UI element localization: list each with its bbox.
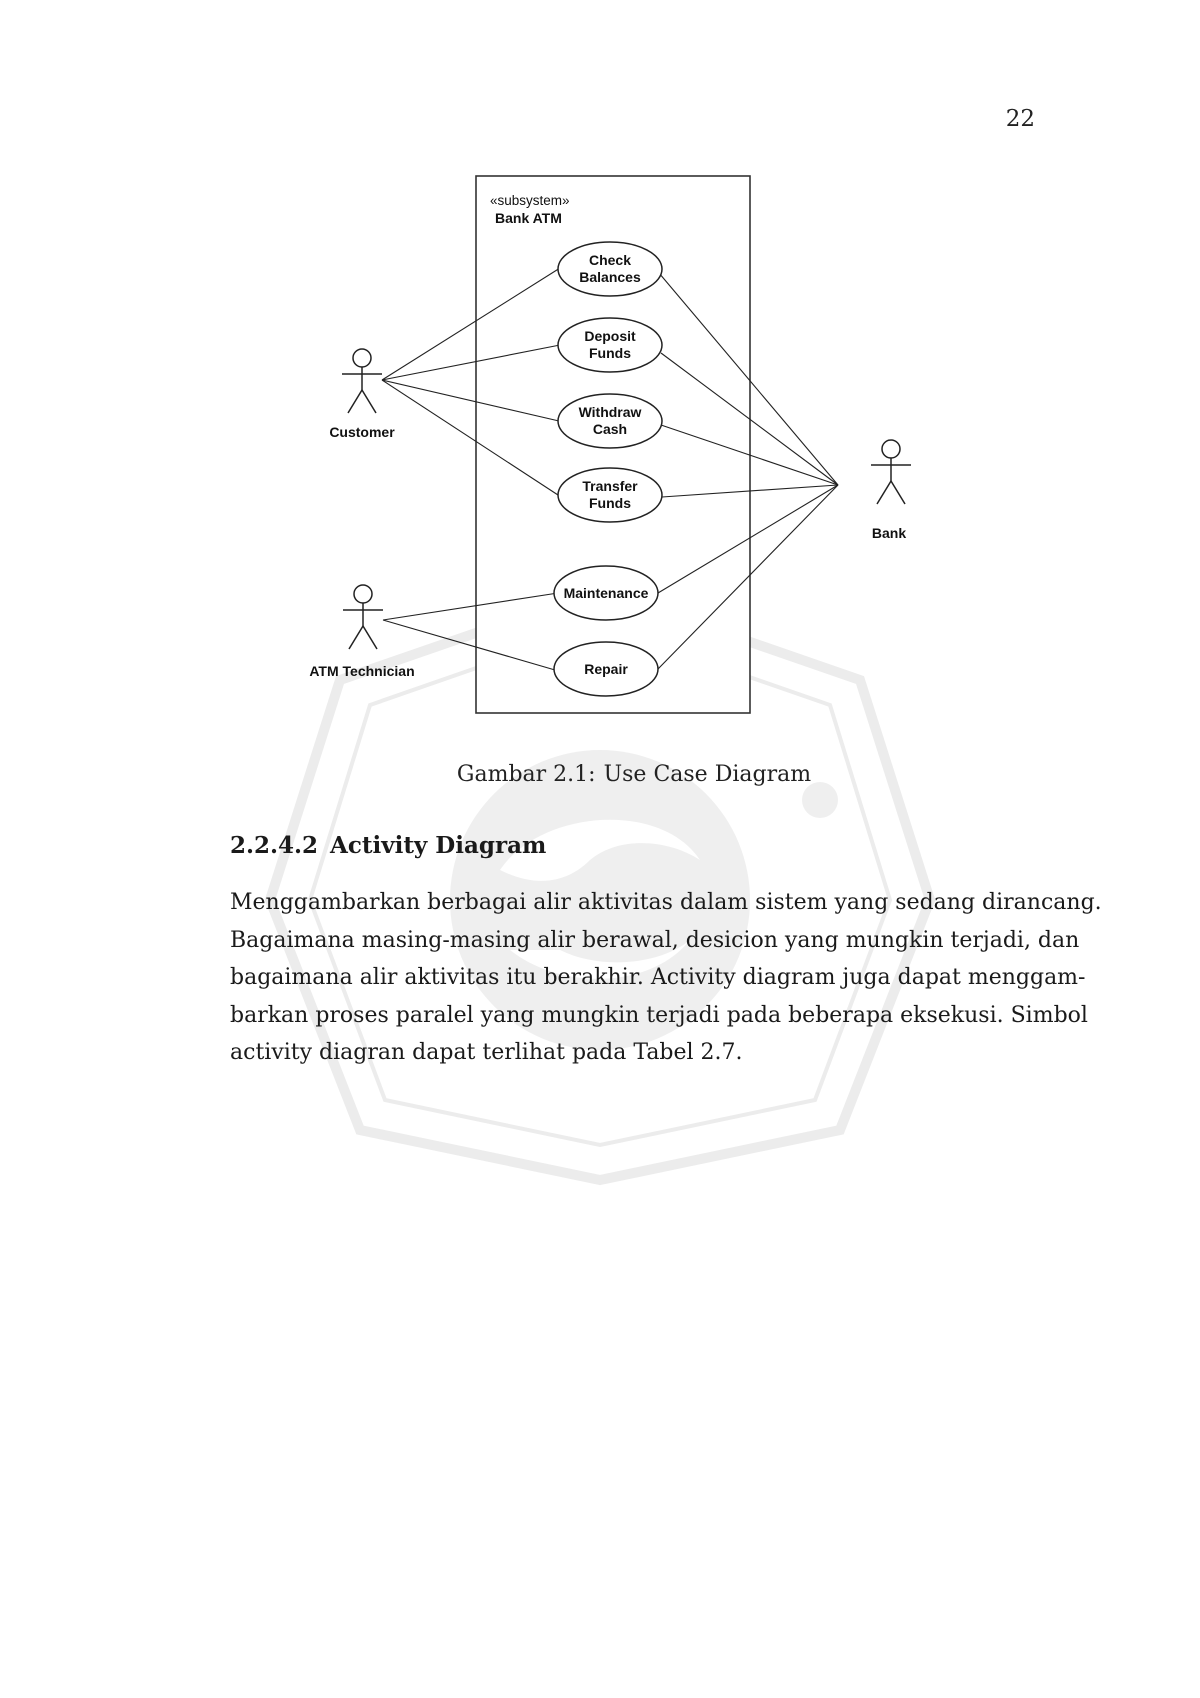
use-case-withdraw-cash-line2: Cash bbox=[593, 421, 627, 437]
actor-atm-technician-label: ATM Technician bbox=[309, 663, 414, 679]
use-case-check-balances: Check Balances bbox=[557, 241, 663, 297]
paragraph-line: bagaimana alir aktivitas itu berakhir. A… bbox=[230, 965, 1086, 990]
figure-caption: Gambar 2.1: Use Case Diagram bbox=[0, 762, 1200, 787]
actor-atm-technician bbox=[343, 584, 383, 650]
use-case-diagram: «subsystem» Bank ATM Check Balances Depo… bbox=[309, 175, 911, 714]
use-case-check-balances-line1: Check bbox=[589, 252, 631, 268]
figure-caption-number: Gambar 2.1: bbox=[456, 762, 596, 787]
subsystem-stereotype: «subsystem» bbox=[490, 193, 570, 208]
paragraph-line: Menggambarkan berbagai alir aktivitas da… bbox=[230, 890, 1102, 915]
use-case-withdraw-cash: Withdraw Cash bbox=[557, 393, 663, 449]
use-case-check-balances-line2: Balances bbox=[579, 269, 641, 285]
use-case-repair-label: Repair bbox=[584, 661, 628, 677]
section-heading: 2.2.4.2 Activity Diagram bbox=[230, 832, 546, 859]
page-number: 22 bbox=[1005, 106, 1035, 132]
use-case-transfer-funds-line2: Funds bbox=[589, 495, 631, 511]
use-case-maintenance-label: Maintenance bbox=[564, 585, 649, 601]
section-number: 2.2.4.2 bbox=[230, 832, 319, 859]
body-paragraph: Menggambarkan berbagai alir aktivitas da… bbox=[230, 884, 1102, 1072]
use-case-withdraw-cash-line1: Withdraw bbox=[579, 404, 642, 420]
use-case-transfer-funds-line1: Transfer bbox=[582, 478, 638, 494]
actor-bank-label: Bank bbox=[872, 525, 906, 541]
use-case-deposit-funds-line1: Deposit bbox=[584, 328, 636, 344]
paragraph-line: activity diagran dapat terlihat pada Tab… bbox=[230, 1040, 743, 1065]
use-case-deposit-funds: Deposit Funds bbox=[557, 317, 663, 373]
association-lines bbox=[381, 267, 839, 671]
use-case-repair: Repair bbox=[553, 641, 659, 697]
use-case-deposit-funds-line2: Funds bbox=[589, 345, 631, 361]
actor-customer bbox=[342, 348, 382, 414]
actor-bank bbox=[871, 439, 911, 505]
figure-caption-text: Use Case Diagram bbox=[603, 762, 812, 787]
section-title: Activity Diagram bbox=[330, 832, 547, 859]
actor-customer-label: Customer bbox=[329, 424, 395, 440]
subsystem-name: Bank ATM bbox=[495, 210, 562, 226]
use-case-transfer-funds: Transfer Funds bbox=[557, 467, 663, 523]
paragraph-line: barkan proses paralel yang mungkin terja… bbox=[230, 1002, 1088, 1028]
use-case-maintenance: Maintenance bbox=[553, 565, 659, 621]
paragraph-line: Bagaimana masing-masing alir berawal, de… bbox=[230, 927, 1080, 953]
